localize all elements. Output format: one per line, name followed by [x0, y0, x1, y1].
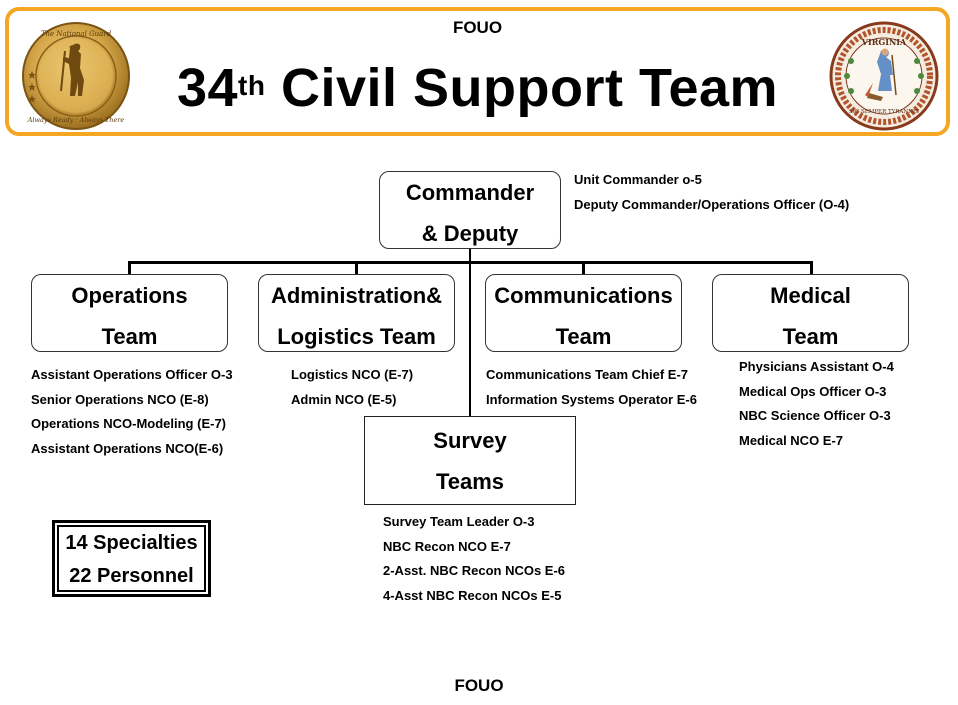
classification-top: FOUO: [452, 18, 503, 37]
role-item: 4-Asst NBC Recon NCOs E-5: [383, 587, 562, 603]
personnel-count: 22 Personnel: [69, 565, 194, 587]
commander-roles: Unit Commander o-5 Deputy Commander/Oper…: [574, 168, 849, 217]
team-line1: Operations: [71, 283, 188, 308]
role-item: Logistics NCO (E-7): [291, 367, 414, 382]
survey-teams-box: Survey Teams: [364, 416, 576, 505]
role-item: Senior Operations NCO (E-8): [31, 391, 209, 407]
team-line2: Team: [555, 324, 612, 349]
summary-box: 14 Specialties 22 Personnel: [52, 520, 211, 597]
survey-connector: [469, 249, 471, 416]
title-number: 34: [176, 58, 239, 118]
virginia-state-seal-icon: VIRGINIA SIC SEMPER TYRANNIS: [829, 21, 939, 131]
commander-box: Commander & Deputy: [379, 171, 561, 249]
role-item: NBC Recon NCO E-7: [383, 538, 511, 554]
team-bus-line: [128, 261, 813, 264]
title-superscript: th: [238, 70, 266, 101]
svg-text:SIC SEMPER TYRANNIS: SIC SEMPER TYRANNIS: [849, 109, 919, 115]
commander-role: Unit Commander o-5: [574, 172, 702, 187]
team-line1: Administration&: [270, 283, 443, 308]
national-guard-seal-icon: The National Guard Always Ready · Always…: [22, 22, 130, 130]
svg-text:Always Ready · Always There: Always Ready · Always There: [27, 116, 125, 124]
commander-line2: & Deputy: [421, 221, 519, 246]
role-item: Medical NCO E-7: [739, 432, 844, 448]
medical-roles: Physicians Assistant O-4 Medical Ops Off…: [739, 355, 894, 453]
ops-connector: [128, 261, 131, 275]
communications-roles: Communications Team Chief E-7 Informatio…: [486, 363, 697, 412]
header-banner: FOUO 34th Civil Support Team The Nationa…: [5, 7, 950, 136]
team-line2: Team: [782, 324, 839, 349]
role-item: Survey Team Leader O-3: [383, 514, 535, 529]
commander-role: Deputy Commander/Operations Officer (O-4…: [574, 196, 850, 212]
comms-connector: [582, 261, 585, 275]
operations-roles: Assistant Operations Officer O-3 Senior …: [31, 363, 233, 461]
role-item: Physicians Assistant O-4: [739, 359, 894, 374]
operations-team-box: Operations Team: [31, 274, 228, 352]
role-item: Assistant Operations NCO(E-6): [31, 440, 224, 456]
role-item: Information Systems Operator E-6: [486, 391, 697, 407]
summary-inner: 14 Specialties 22 Personnel: [57, 525, 206, 592]
medical-connector: [810, 261, 813, 275]
svg-text:VIRGINIA: VIRGINIA: [861, 37, 907, 47]
team-line2: Logistics Team: [277, 324, 436, 349]
communications-team-box: Communications Team: [485, 274, 682, 352]
svg-text:The National Guard: The National Guard: [41, 30, 112, 38]
survey-line1: Survey: [433, 428, 507, 453]
admin-logistics-team-box: Administration& Logistics Team: [258, 274, 455, 352]
commander-line1: Commander: [405, 180, 535, 205]
admin-roles: Logistics NCO (E-7) Admin NCO (E-5): [291, 363, 413, 412]
role-item: Medical Ops Officer O-3: [739, 383, 887, 399]
role-item: NBC Science Officer O-3: [739, 408, 891, 423]
survey-roles: Survey Team Leader O-3 NBC Recon NCO E-7…: [383, 510, 565, 608]
page-title: 34th Civil Support Team: [9, 53, 946, 123]
role-item: Assistant Operations Officer O-3: [31, 367, 233, 382]
classification-bottom: FOUO: [454, 676, 504, 695]
admin-connector: [355, 261, 358, 275]
role-item: Operations NCO-Modeling (E-7): [31, 416, 226, 431]
title-text: Civil Support Team: [280, 58, 779, 118]
team-line2: Team: [101, 324, 158, 349]
role-item: Admin NCO (E-5): [291, 391, 397, 407]
medical-team-box: Medical Team: [712, 274, 909, 352]
survey-line2: Teams: [435, 469, 505, 494]
specialties-count: 14 Specialties: [65, 532, 198, 554]
team-line1: Communications: [494, 283, 673, 308]
role-item: 2-Asst. NBC Recon NCOs E-6: [383, 563, 566, 578]
role-item: Communications Team Chief E-7: [486, 367, 689, 382]
team-line1: Medical: [770, 283, 851, 308]
